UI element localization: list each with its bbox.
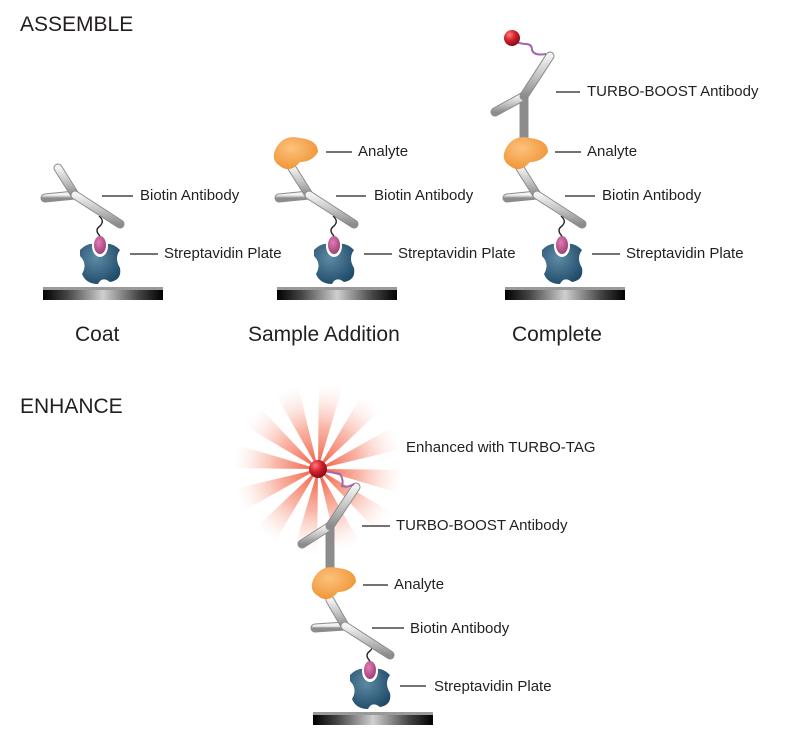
- glow-ray: [276, 386, 318, 469]
- turbo-tag-molecule: [504, 30, 520, 46]
- label-analyte: Analyte: [587, 143, 638, 160]
- caption-sample-addition: Sample Addition: [248, 323, 400, 346]
- biotin-antibody: [310, 595, 395, 660]
- turbo-tag-linker: [511, 39, 547, 56]
- streptavidin-molecule: [80, 235, 121, 284]
- label-streptavidin-plate: Streptavidin Plate: [626, 245, 744, 262]
- caption-complete: Complete: [512, 323, 602, 346]
- section-title-assemble: ASSEMBLE: [20, 13, 134, 36]
- label-analyte: Analyte: [358, 143, 409, 160]
- streptavidin-molecule: [542, 235, 583, 284]
- streptavidin-molecule: [314, 235, 355, 284]
- turbo-tag-molecule: [309, 460, 327, 478]
- biotin-linker: [330, 215, 337, 237]
- label-biotin-antibody: Biotin Antibody: [410, 620, 510, 637]
- label-biotin-antibody: Biotin Antibody: [374, 187, 474, 204]
- glow-ray: [318, 427, 401, 469]
- turbo-tag-glow: [233, 384, 403, 554]
- coat-illustration: [40, 163, 163, 300]
- biotin-linker: [558, 215, 565, 237]
- glow-ray: [318, 469, 392, 531]
- streptavidin-molecule: [350, 660, 391, 709]
- label-turbo-boost-antibody: TURBO-BOOST Antibody: [587, 83, 759, 100]
- label-analyte: Analyte: [394, 576, 445, 593]
- analyte-molecule: [503, 137, 548, 170]
- glow-ray: [318, 395, 380, 469]
- analyte-molecule: [311, 567, 356, 600]
- glow-ray: [318, 469, 403, 494]
- plate-base: [505, 287, 625, 300]
- sample-addition-illustration: [273, 137, 397, 300]
- plate-base: [43, 287, 163, 300]
- glow-ray: [256, 469, 318, 543]
- section-title-enhance: ENHANCE: [20, 395, 123, 418]
- label-biotin-antibody: Biotin Antibody: [602, 187, 702, 204]
- label-turbo-tag: Enhanced with TURBO-TAG: [406, 439, 596, 456]
- turbo-tag-linker: [317, 469, 355, 488]
- enhanced-illustration: [233, 384, 433, 725]
- biotin-linker: [96, 215, 103, 237]
- biotin-antibody: [274, 163, 359, 229]
- glow-ray: [235, 469, 318, 511]
- complete-illustration: [490, 30, 625, 300]
- label-streptavidin-plate: Streptavidin Plate: [434, 678, 552, 695]
- label-turbo-boost-antibody: TURBO-BOOST Antibody: [396, 517, 568, 534]
- plate-base: [313, 712, 433, 725]
- label-streptavidin-plate: Streptavidin Plate: [164, 245, 282, 262]
- label-biotin-antibody: Biotin Antibody: [140, 187, 240, 204]
- plate-base: [277, 287, 397, 300]
- glow-ray: [244, 407, 318, 469]
- glow-ray: [318, 384, 343, 469]
- biotin-antibody: [502, 163, 587, 229]
- turbo-boost-antibody: [490, 51, 555, 143]
- biotin-antibody: [40, 163, 125, 229]
- label-streptavidin-plate: Streptavidin Plate: [398, 245, 516, 262]
- turbo-boost-antibody: [297, 482, 361, 573]
- analyte-molecule: [273, 137, 318, 170]
- glow-ray: [233, 444, 318, 469]
- caption-coat: Coat: [75, 323, 120, 346]
